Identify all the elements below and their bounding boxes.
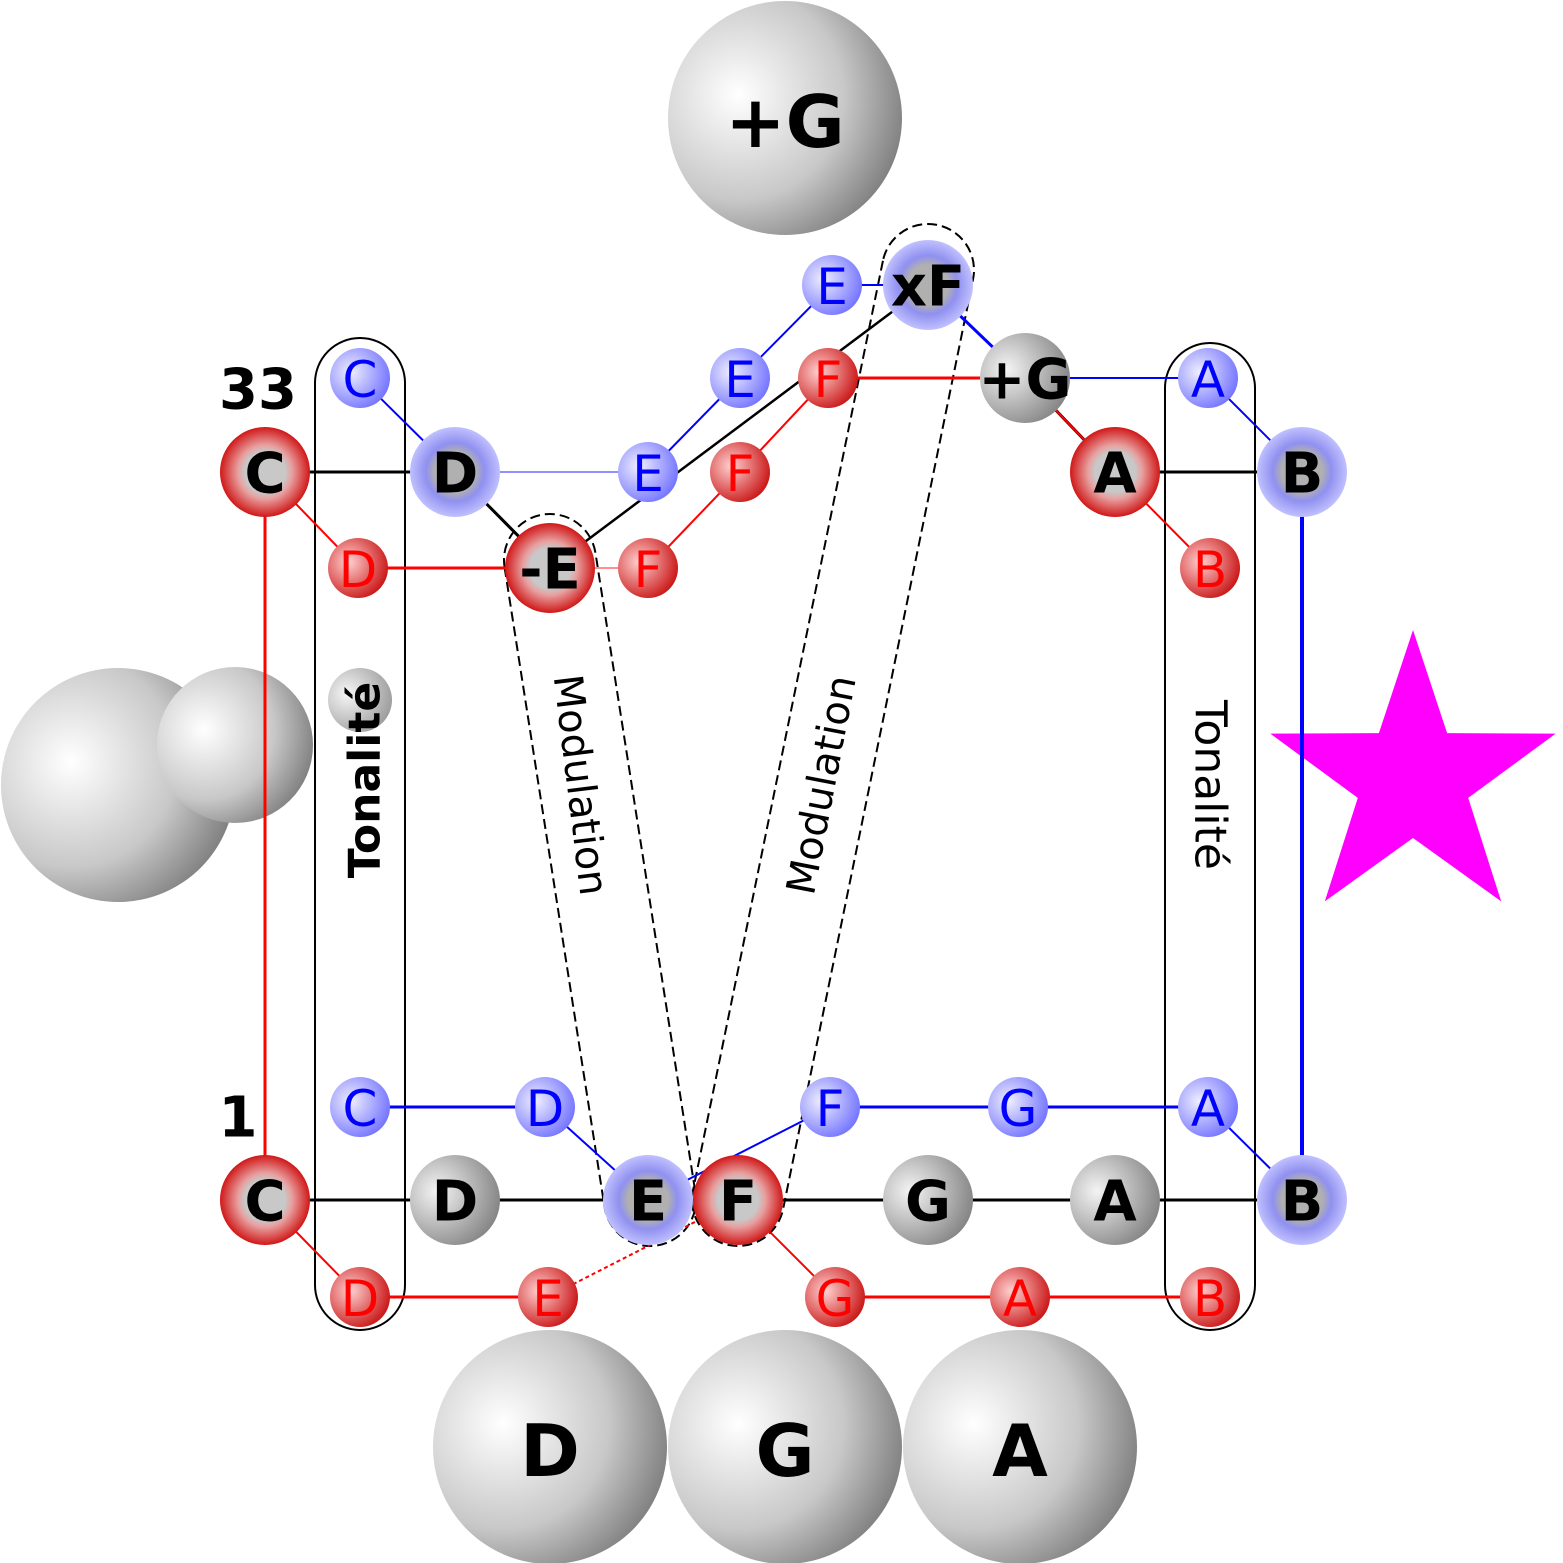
- note-node: [328, 538, 388, 598]
- note-label: A: [1191, 1080, 1225, 1138]
- note-label: F: [634, 541, 663, 599]
- note-label: D: [432, 442, 478, 507]
- note-node: [988, 1077, 1048, 1137]
- big-note-circle: [668, 1, 902, 235]
- note-node: [618, 442, 678, 502]
- modulation-frame: [503, 513, 697, 1247]
- note-label: xF: [891, 255, 965, 320]
- note-label: C: [343, 1080, 378, 1138]
- note-node: [1178, 1077, 1238, 1137]
- note-label: D: [339, 541, 378, 599]
- note-label: C: [343, 351, 378, 409]
- big-note-circle: [433, 1330, 667, 1563]
- big-note-label: G: [755, 1409, 814, 1493]
- note-label: F: [816, 1080, 845, 1138]
- big-note-circle: [668, 1330, 902, 1563]
- note-label: G: [816, 1270, 855, 1328]
- note-node: [1180, 1267, 1240, 1327]
- note-label: A: [1191, 351, 1225, 409]
- modulation-frame: [691, 223, 975, 1247]
- tonalite-label-right: Tonalité: [1185, 699, 1236, 870]
- note-node: [330, 1267, 390, 1327]
- note-label: D: [341, 1270, 380, 1328]
- note-label: D: [432, 1170, 478, 1235]
- note-node: [1180, 538, 1240, 598]
- note-node: [410, 427, 500, 517]
- note-node: [805, 1267, 865, 1327]
- note-node: [800, 1077, 860, 1137]
- note-node: [693, 1155, 783, 1245]
- note-node: [1178, 348, 1238, 408]
- note-node: [1070, 427, 1160, 517]
- note-label: C: [244, 442, 285, 507]
- modulation-label: Modulation: [544, 672, 617, 898]
- note-label: A: [1093, 1170, 1137, 1235]
- note-label: C: [244, 1170, 285, 1235]
- note-label: B: [1281, 1170, 1324, 1235]
- note-label: F: [719, 1170, 757, 1235]
- note-node: [603, 1155, 693, 1245]
- measure-number: 1: [219, 1086, 258, 1151]
- note-node: [1257, 427, 1347, 517]
- note-label: E: [629, 1170, 667, 1235]
- note-label: E: [724, 351, 756, 409]
- big-note-circle: [903, 1330, 1137, 1563]
- note-label: A: [1093, 442, 1137, 507]
- small-note-circle: [328, 668, 392, 732]
- note-label: B: [1281, 442, 1324, 507]
- big-note-label: D: [520, 1409, 580, 1493]
- note-node: [220, 1155, 310, 1245]
- note-node: [330, 1077, 390, 1137]
- note-node: [1257, 1155, 1347, 1245]
- note-label: D: [526, 1080, 565, 1138]
- measure-number: 33: [219, 358, 297, 423]
- big-note-label: A: [992, 1409, 1048, 1493]
- note-node: [518, 1267, 578, 1327]
- note-node: [515, 1077, 575, 1137]
- note-label: -E: [519, 538, 581, 603]
- note-label: G: [905, 1170, 951, 1235]
- note-label: E: [816, 258, 848, 316]
- big-note-label: +G: [725, 80, 844, 164]
- tonalite-label-left: Tonalité: [340, 682, 391, 878]
- note-label: G: [999, 1080, 1038, 1138]
- note-label: B: [1193, 541, 1227, 599]
- note-node: [618, 538, 678, 598]
- note-label: E: [532, 1270, 564, 1328]
- note-node: [798, 348, 858, 408]
- note-node: [980, 333, 1070, 423]
- note-node: [330, 348, 390, 408]
- note-node: [1070, 1155, 1160, 1245]
- note-node: [710, 348, 770, 408]
- connection-line: [549, 283, 929, 570]
- note-label: B: [1193, 1270, 1227, 1328]
- note-label: +G: [979, 348, 1072, 413]
- big-note-circle: [157, 667, 313, 823]
- note-node: [410, 1155, 500, 1245]
- star-icon: [1270, 630, 1556, 902]
- note-label: F: [726, 445, 755, 503]
- note-node: [883, 1155, 973, 1245]
- note-node: [710, 442, 770, 502]
- tonalite-frame-right: [1164, 342, 1256, 1331]
- note-label: A: [1003, 1270, 1037, 1328]
- note-node: [220, 427, 310, 517]
- note-label: F: [814, 351, 843, 409]
- note-node: [990, 1267, 1050, 1327]
- note-node: [802, 255, 862, 315]
- note-label: E: [632, 445, 664, 503]
- note-node: [883, 240, 973, 330]
- note-node: [505, 523, 595, 613]
- tonalite-frame-left: [314, 337, 406, 1331]
